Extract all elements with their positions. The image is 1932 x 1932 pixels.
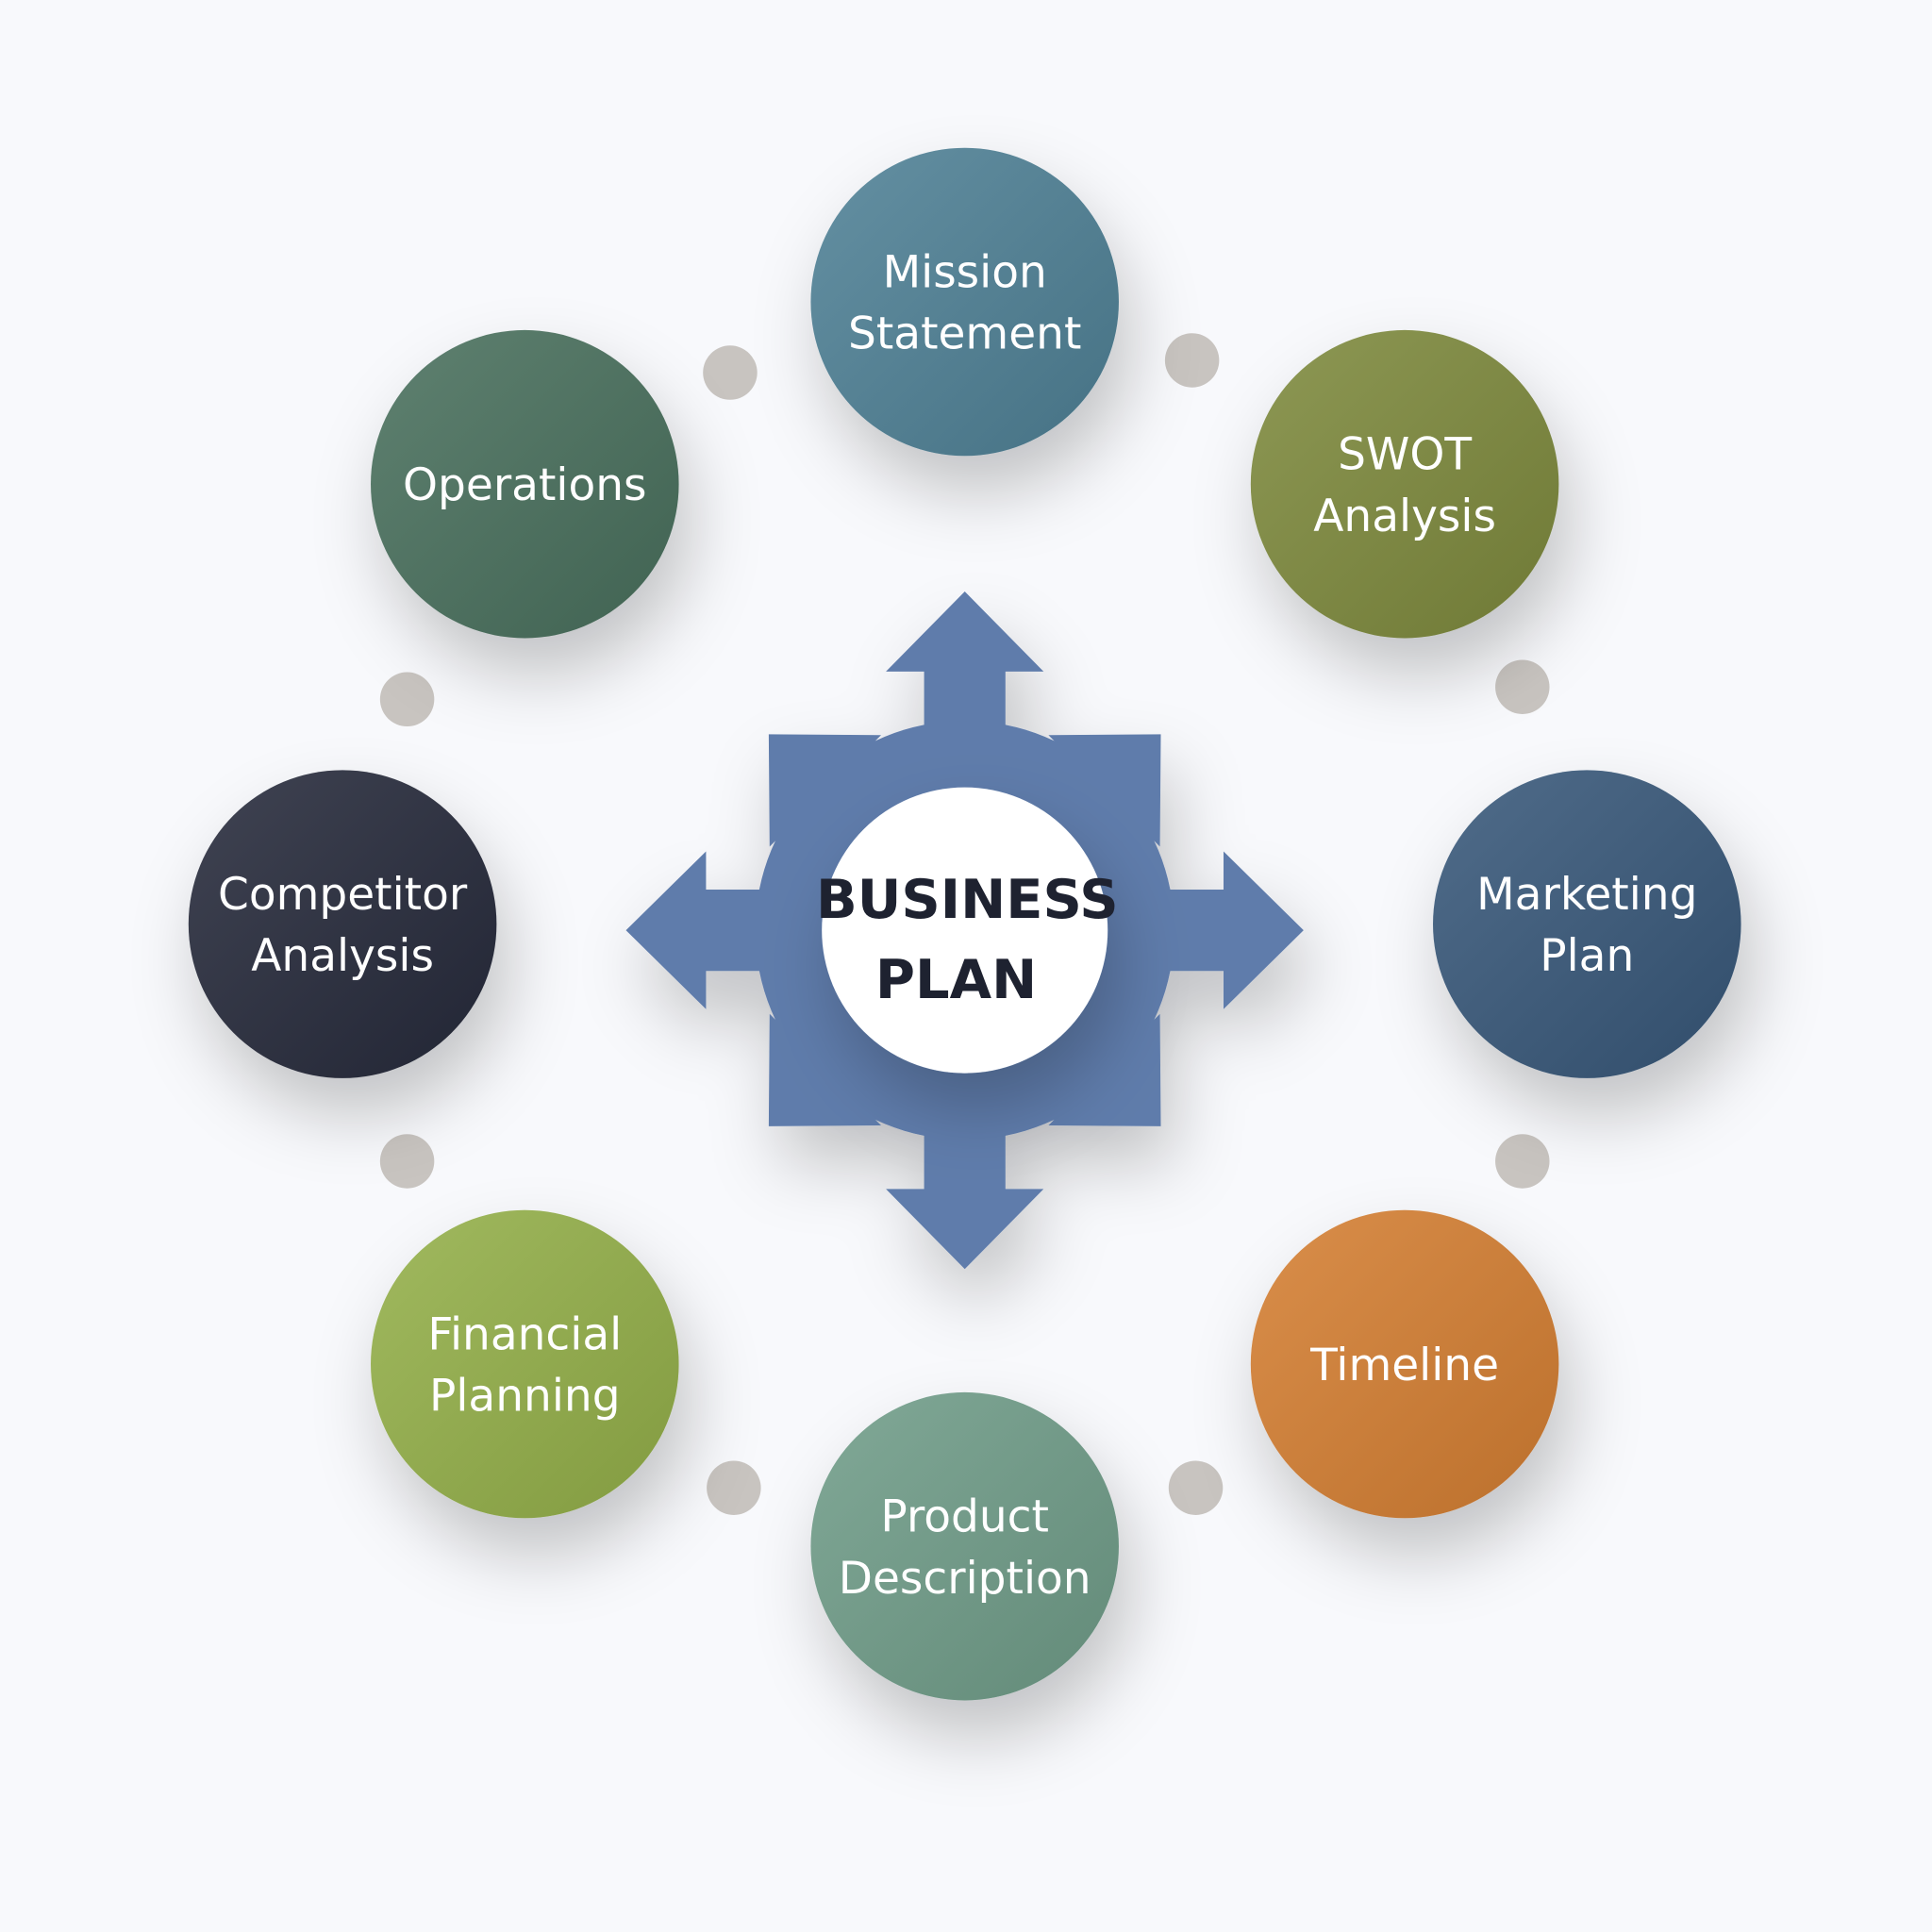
center-label-line2: PLAN <box>875 948 1037 1011</box>
node-label: Product <box>880 1491 1049 1543</box>
connector-dot <box>1495 1134 1550 1189</box>
connector-dot <box>379 1134 435 1189</box>
node-shade <box>371 329 679 639</box>
node-label: Operations <box>403 459 646 511</box>
connector-dot <box>1164 333 1220 388</box>
connector-dot <box>1495 659 1550 714</box>
connector-dot <box>703 345 758 400</box>
node-shade <box>188 770 497 1078</box>
node-label: SWOT <box>1338 429 1472 481</box>
center-label-line1: BUSINESS <box>816 868 1119 931</box>
node-operations[interactable]: Operations <box>371 329 679 639</box>
hub-center-circle <box>822 787 1108 1074</box>
node-label: Mission <box>883 246 1047 298</box>
node-shade <box>371 1209 679 1519</box>
node-timeline[interactable]: Timeline <box>1250 1209 1559 1519</box>
node-shade <box>810 1391 1119 1701</box>
node-label: Financial <box>427 1308 622 1360</box>
node-label: Planning <box>429 1371 621 1423</box>
node-label: Analysis <box>1313 491 1496 542</box>
connector-dot <box>707 1460 761 1515</box>
node-label: Plan <box>1540 930 1634 982</box>
connector-dots <box>379 333 1550 1515</box>
node-swot-analysis[interactable]: SWOT Analysis <box>1250 329 1559 639</box>
node-label: Timeline <box>1309 1340 1499 1391</box>
node-shade <box>1433 770 1741 1078</box>
node-label: Competitor <box>218 869 468 921</box>
connector-dot <box>1168 1460 1224 1515</box>
node-shade <box>810 147 1119 457</box>
node-label: Analysis <box>251 930 434 982</box>
node-label: Description <box>839 1553 1091 1605</box>
node-shade <box>1250 329 1559 639</box>
connector-dot <box>379 672 435 727</box>
node-label: Marketing <box>1476 869 1697 921</box>
node-shade <box>1250 1209 1559 1519</box>
node-label: Statement <box>848 308 1081 360</box>
